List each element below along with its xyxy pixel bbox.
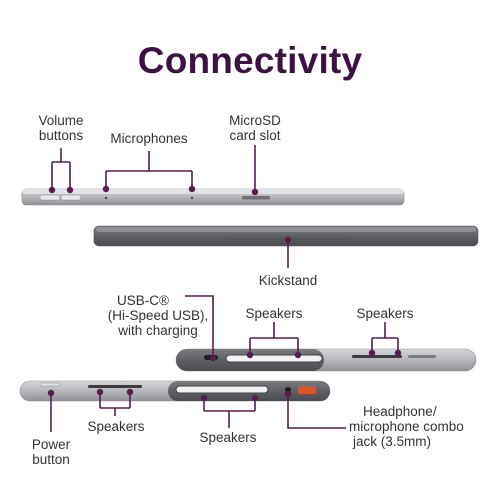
microphone-hole <box>190 196 194 200</box>
power-button <box>39 382 61 387</box>
microphone-hole <box>104 196 108 200</box>
callout-lines <box>50 145 399 432</box>
speaker-grille <box>352 355 402 358</box>
label-usbc: USB-C® (Hi-Speed USB), with charging <box>107 293 209 338</box>
tablet-right-side <box>175 348 477 372</box>
label-headphone-jack: Headphone/ microphone combo jack (3.5mm) <box>349 404 464 449</box>
kickstand-device <box>93 225 479 247</box>
label-speakers-center-bottom: Speakers <box>199 430 257 445</box>
microsd-slot <box>242 196 270 200</box>
label-speakers-right-top: Speakers <box>356 306 414 321</box>
speaker-grille <box>175 385 269 394</box>
page-title: Connectivity <box>137 40 363 81</box>
label-microphones: Microphones <box>110 131 188 146</box>
label-speakers-center-top: Speakers <box>245 306 303 321</box>
speaker-grille <box>225 354 323 363</box>
volume-button-down <box>39 194 61 201</box>
speaker-grille <box>88 385 142 388</box>
callout-dots <box>47 185 402 402</box>
label-microsd: MicroSD card slot <box>229 113 281 143</box>
tablet-left-side <box>19 380 331 402</box>
tablet-top-edge <box>21 188 405 206</box>
label-kickstand: Kickstand <box>258 273 318 288</box>
volume-button-up <box>60 194 82 201</box>
label-power-button: Power button <box>31 437 71 467</box>
label-speakers-left-bottom: Speakers <box>87 419 145 434</box>
orange-tab <box>298 386 316 394</box>
label-volume-buttons: Volume buttons <box>38 113 84 143</box>
